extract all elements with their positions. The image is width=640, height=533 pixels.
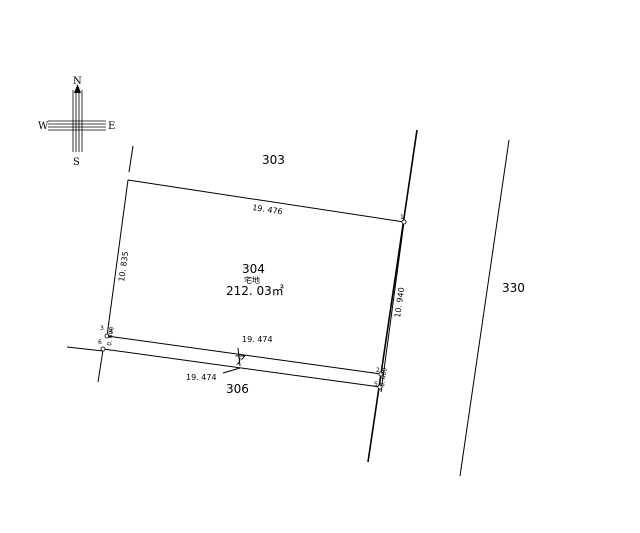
corner-point-5 [377,384,383,390]
compass-west-label: W [38,121,49,132]
corner-markers [100,219,407,390]
corner-label-6: 6 [98,339,102,346]
compass-rose-icon: N S W E [38,76,115,168]
lot-303-label: 303 [262,153,285,167]
north-arrow-icon [74,84,81,93]
dim-north-edge: 19. 476 [252,203,284,216]
lot-306-label: 306 [226,382,249,396]
strip-marker-line [237,347,241,367]
dim-south-edge-lower: 19. 474 [186,373,217,382]
corner-label-5: 5 [374,381,378,388]
parcel-304-boundary [102,179,405,393]
corner-label-1: 1 [400,214,404,221]
dim-west-edge: 10. 835 [117,251,130,283]
lot-304-label: 304 [242,262,265,276]
corner-point-1 [401,219,407,225]
strip-label: ア [234,353,246,367]
lot-304-use-label: 宅地 [244,275,260,285]
north-boundary-line [127,179,405,223]
south-extension-west [66,346,104,352]
lot-330-label: 330 [502,281,525,295]
corner-label-4: 4 [109,328,113,335]
corner-label-2: 2 [376,367,380,374]
west-extension-bottom [97,349,104,383]
corner-point-6 [100,346,106,352]
compass-east-label: E [108,121,115,132]
adjacent-lines [66,129,510,477]
lot-304-area-label: 212. 03㎡ [226,284,284,298]
corner-point-3 [104,333,110,339]
dim-east-edge: 10. 940 [393,287,406,319]
strip-width-east: 0. 600 [379,367,389,387]
east-boundary-line [380,221,405,393]
lot-330-boundary [459,139,510,477]
compass-south-label: S [73,157,80,168]
west-extension-top [128,145,134,173]
strip-width-west: 0. 600 [106,326,116,346]
compass-north-label: N [73,76,82,87]
west-boundary-line [106,179,129,337]
south-boundary-line-upper [106,335,382,375]
road-edge-line [367,129,418,463]
corner-label-3: 3 [100,325,104,332]
dim-south-edge-upper: 19. 474 [242,335,273,344]
corner-point-2 [378,371,384,377]
south-boundary-line-lower [102,348,381,388]
strip-pointer-line [222,367,241,374]
